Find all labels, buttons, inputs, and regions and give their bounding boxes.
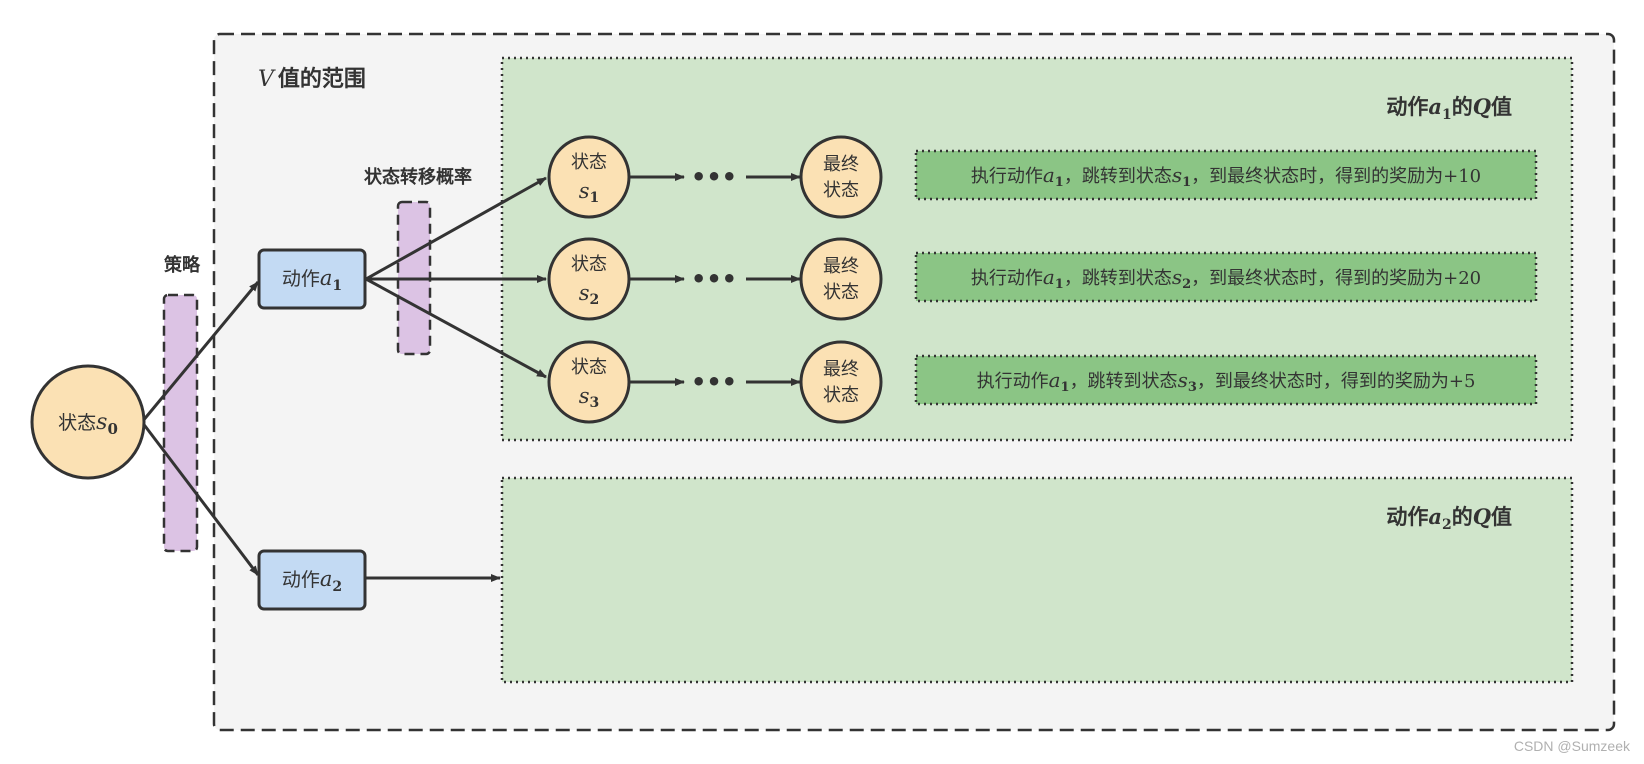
svg-text:状态: 状态 xyxy=(571,152,607,173)
state-s0-node: 状态s0 xyxy=(30,364,146,480)
reward-text-3: 执行动作a1，跳转到状态s3，到最终状态时，得到的奖励为+5 xyxy=(977,368,1476,395)
action-a1-node: 动作a1 xyxy=(257,248,367,310)
arrow-a1-s3 xyxy=(365,277,547,379)
reward-text-1: 执行动作a1，跳转到状态s1，到最终状态时，得到的奖励为+10 xyxy=(971,163,1481,190)
svg-text:状态: 状态 xyxy=(571,357,607,378)
reward-box-3 xyxy=(914,354,1538,406)
arrow-a1-s1 xyxy=(365,176,547,281)
svg-text:s3: s3 xyxy=(579,384,600,411)
svg-text:状态s0: 状态s0 xyxy=(58,410,118,438)
policy-bar xyxy=(162,293,199,553)
svg-text:最终: 最终 xyxy=(823,154,859,175)
transition-label: 状态转移概率 xyxy=(364,166,472,188)
svg-text:最终: 最终 xyxy=(823,359,859,380)
action-a2-node: 动作a2 xyxy=(257,549,367,611)
state-s2-node: 状态 s2 xyxy=(547,237,631,321)
svg-text:最终: 最终 xyxy=(823,256,859,277)
watermark: CSDN @Sumzeek xyxy=(1513,738,1630,754)
arrow-s0-a1 xyxy=(140,281,260,423)
final-state-1-node: 最终 状态 xyxy=(799,135,883,219)
svg-text:动作a2: 动作a2 xyxy=(282,567,342,595)
svg-text:状态: 状态 xyxy=(823,282,859,303)
q-box-a2 xyxy=(500,476,1574,684)
reward-box-2 xyxy=(914,251,1538,303)
svg-text:s1: s1 xyxy=(579,179,600,206)
policy-label: 策略 xyxy=(164,254,201,276)
svg-text:状态: 状态 xyxy=(571,254,607,275)
final-state-3-node: 最终 状态 xyxy=(799,340,883,424)
reward-box-1 xyxy=(914,149,1538,201)
ellipsis-1: ••• xyxy=(691,163,737,191)
final-state-2-node: 最终 状态 xyxy=(799,237,883,321)
svg-text:状态: 状态 xyxy=(823,180,859,201)
svg-text:状态: 状态 xyxy=(823,385,859,406)
state-s3-node: 状态 s3 xyxy=(547,340,631,424)
svg-text:动作a1: 动作a1 xyxy=(282,266,342,294)
reward-text-2: 执行动作a1，跳转到状态s2，到最终状态时，得到的奖励为+20 xyxy=(971,265,1481,292)
ellipsis-3: ••• xyxy=(691,368,737,396)
state-s1-node: 状态 s1 xyxy=(547,135,631,219)
q-title-a1: 动作a1的Q值 xyxy=(1386,94,1512,123)
q-title-a2: 动作a2的Q值 xyxy=(1386,504,1512,533)
ellipsis-2: ••• xyxy=(691,265,737,293)
svg-text:s2: s2 xyxy=(579,281,600,308)
arrow-s0-a2 xyxy=(140,421,260,576)
